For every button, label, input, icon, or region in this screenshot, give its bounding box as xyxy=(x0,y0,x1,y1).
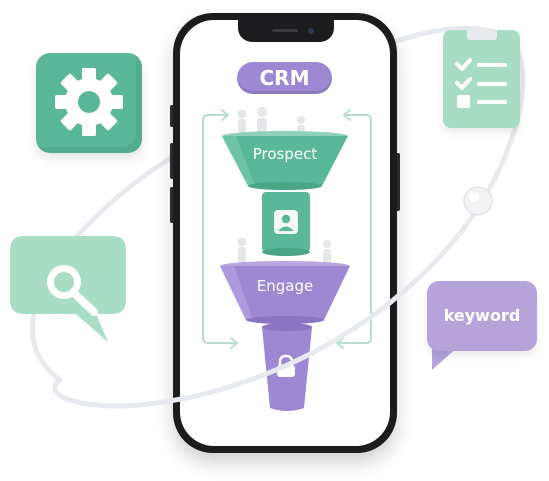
phone-power-button xyxy=(397,153,400,211)
checklist-tile xyxy=(443,30,520,128)
funnel-top-prospect xyxy=(222,131,348,256)
magnifier-icon xyxy=(47,265,98,316)
crm-title-pill: CRM xyxy=(237,62,332,94)
settings-tile xyxy=(36,53,142,153)
people-figures-bottom xyxy=(237,237,331,264)
phone-volume-up-button xyxy=(170,143,173,179)
loop-arrow-left xyxy=(202,109,238,349)
phone-volume-down-button xyxy=(170,187,173,223)
loop-arrow-right xyxy=(336,109,372,349)
phone-notch xyxy=(238,20,334,42)
clipboard-checklist-icon xyxy=(455,30,507,108)
phone-camera xyxy=(308,28,314,34)
gear-icon xyxy=(55,68,123,136)
funnel-stage-prospect-label: Prospect xyxy=(252,145,318,163)
phone-side-button xyxy=(170,105,173,127)
user-icon xyxy=(274,210,298,234)
phone-speaker xyxy=(272,29,298,32)
keyword-bubble: keyword xyxy=(427,281,537,351)
funnel-stage-engage-label: Engage xyxy=(256,277,314,295)
